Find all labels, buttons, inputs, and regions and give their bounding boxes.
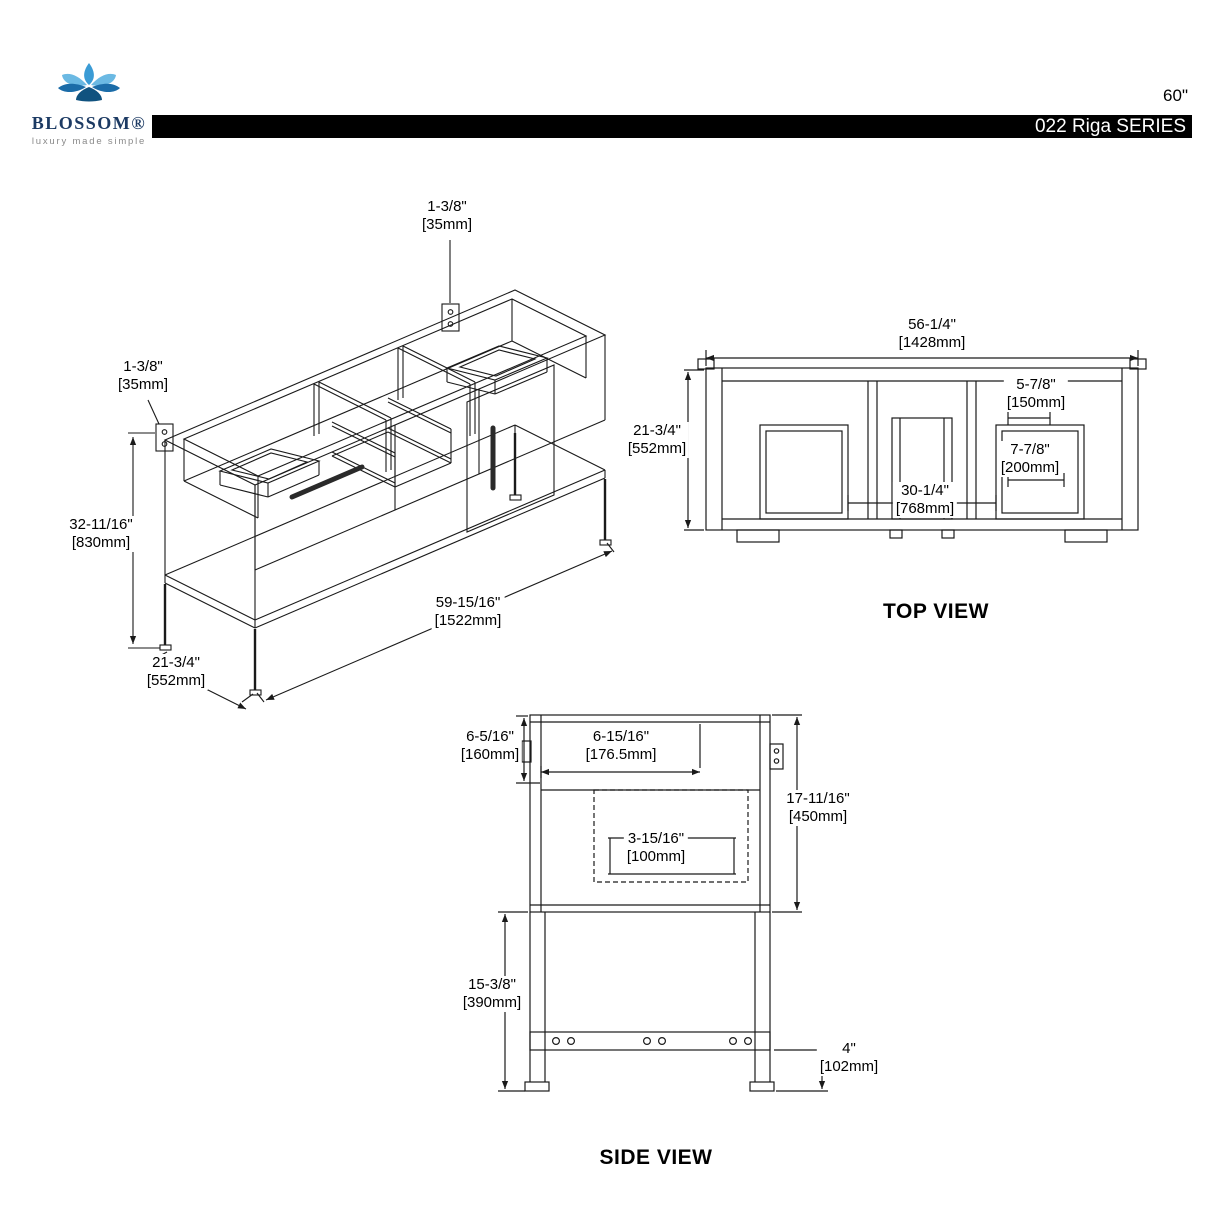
- dim-iso-side-thickness: 1-3/8" [35mm]: [114, 358, 172, 394]
- dim-mm: [1428mm]: [898, 334, 966, 351]
- isometric-view-drawing: [128, 240, 615, 710]
- dim-topview-center-span: 30-1/4" [768mm]: [892, 482, 958, 518]
- dim-sideview-foot-height: 4" [102mm]: [816, 1040, 882, 1076]
- sink-cutout-left-top: [759, 424, 849, 520]
- drawer-hidden-outline: [593, 789, 749, 883]
- dim-inches: 32-11/16": [69, 516, 133, 533]
- dim-inches: 1-3/8": [123, 358, 163, 375]
- top-view-drawing: [684, 350, 1147, 543]
- lotus-icon: [58, 63, 120, 102]
- dim-mm: [830mm]: [71, 534, 131, 551]
- dim-inches: 21-3/4": [152, 654, 200, 671]
- dim-inches: 56-1/4": [908, 316, 956, 333]
- dim-mm: [552mm]: [627, 440, 687, 457]
- dim-sideview-leg-height: 15-3/8" [390mm]: [459, 976, 525, 1012]
- dim-iso-height: 32-11/16" [830mm]: [66, 516, 136, 552]
- dim-iso-width: 59-15/16" [1522mm]: [431, 594, 505, 630]
- dim-topview-width: 56-1/4" [1428mm]: [895, 316, 969, 352]
- dim-inches: 17-11/16": [786, 790, 850, 807]
- dim-sideview-drawer-height: 3-15/16" [100mm]: [623, 830, 689, 866]
- dim-iso-top-thickness: 1-3/8" [35mm]: [418, 198, 476, 234]
- dim-iso-depth: 21-3/4" [552mm]: [143, 654, 209, 690]
- dim-mm: [35mm]: [117, 376, 169, 393]
- dim-mm: [768mm]: [895, 500, 955, 517]
- dim-mm: [1522mm]: [434, 612, 502, 629]
- side-view-title: SIDE VIEW: [599, 1146, 713, 1169]
- dim-mm: [150mm]: [1006, 394, 1066, 411]
- brand-tagline: luxury made simple: [31, 136, 147, 147]
- wall-bracket-top: [441, 303, 460, 332]
- top-view-title: TOP VIEW: [883, 600, 989, 623]
- dim-sideview-top-height: 6-5/16" [160mm]: [457, 728, 523, 764]
- sink-cutout-right: [445, 345, 549, 395]
- dim-topview-sink-depth: 7-7/8" [200mm]: [997, 441, 1063, 477]
- dim-mm: [35mm]: [421, 216, 473, 233]
- dim-mm: [160mm]: [460, 746, 520, 763]
- dim-mm: [552mm]: [146, 672, 206, 689]
- series-bar: 022 Riga SERIES: [152, 115, 1192, 138]
- dim-mm: [450mm]: [788, 808, 848, 825]
- dim-inches: 7-7/8": [1010, 441, 1050, 458]
- dim-inches: 6-15/16": [592, 728, 650, 745]
- dim-mm: [100mm]: [626, 848, 686, 865]
- blossom-logo: BLOSSOM® luxury made simple: [24, 60, 154, 147]
- dim-inches: 15-3/8": [468, 976, 516, 993]
- wall-bracket-side: [769, 743, 784, 770]
- dim-inches: 30-1/4": [901, 482, 949, 499]
- dim-inches: 1-3/8": [427, 198, 467, 215]
- dim-mm: [200mm]: [1000, 459, 1060, 476]
- sink-cutout-left: [218, 448, 321, 498]
- dim-inches: 5-7/8": [1016, 376, 1056, 393]
- dim-topview-depth: 21-3/4" [552mm]: [624, 422, 690, 458]
- handle-bar-left: [289, 464, 365, 500]
- dim-inches: 59-15/16": [435, 594, 501, 611]
- dim-inches: 4": [842, 1040, 856, 1057]
- product-size-label: 60": [1163, 86, 1188, 105]
- dim-sideview-cabinet-height: 17-11/16" [450mm]: [783, 790, 853, 826]
- dim-mm: [390mm]: [462, 994, 522, 1011]
- dim-topview-sink-offset: 5-7/8" [150mm]: [1003, 376, 1069, 412]
- dim-mm: [102mm]: [819, 1058, 879, 1075]
- brand-name: BLOSSOM®: [31, 113, 147, 133]
- dim-sideview-top-depth: 6-15/16" [176.5mm]: [582, 728, 660, 764]
- dim-mm: [176.5mm]: [585, 746, 657, 763]
- dim-inches: 3-15/16": [627, 830, 685, 847]
- dim-inches: 21-3/4": [633, 422, 681, 439]
- wall-bracket-left: [155, 423, 174, 452]
- series-label: 022 Riga SERIES: [1034, 116, 1186, 137]
- dim-inches: 6-5/16": [466, 728, 514, 745]
